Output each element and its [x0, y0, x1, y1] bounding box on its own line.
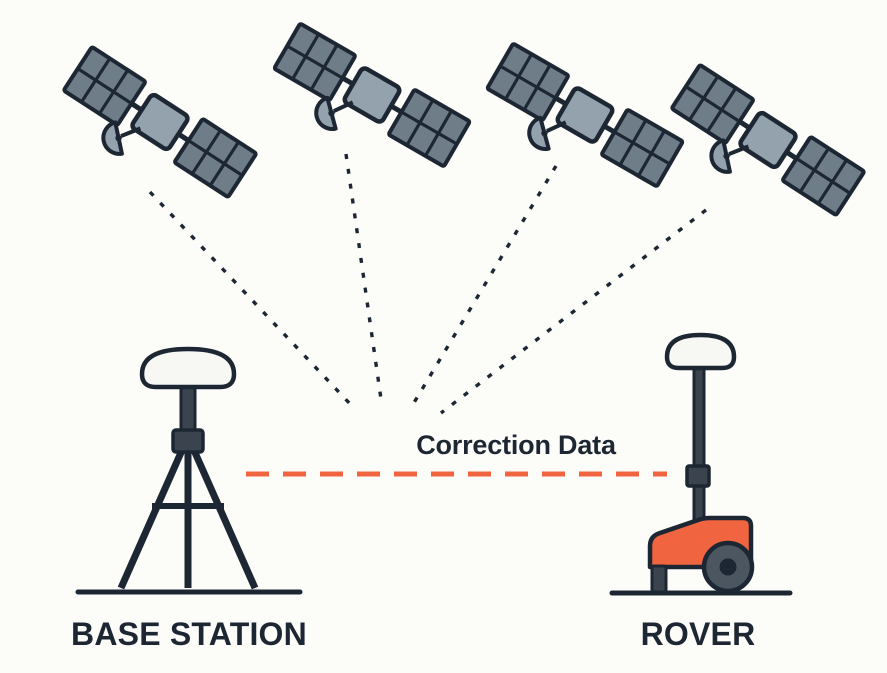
base-station-icon: [75, 346, 303, 595]
rover-icon: [609, 332, 793, 596]
tripod-right-leg: [189, 446, 259, 590]
signal-line-1: [148, 190, 354, 408]
signal-line-4: [439, 208, 708, 415]
satellite-icon-4: [658, 65, 865, 237]
signal-line-3: [410, 165, 558, 407]
tripod-collar: [171, 428, 205, 454]
base-antenna-dome: [139, 346, 237, 390]
satellite-icon-3: [474, 43, 682, 208]
satellite-icon-2: [261, 23, 469, 188]
tripod-left-leg: [117, 446, 187, 590]
satellite-signal-lines: [148, 153, 708, 415]
rover-front-foot: [650, 564, 668, 594]
base-antenna-stem: [179, 382, 197, 438]
rover-antenna-dome: [664, 332, 737, 371]
rover-pole-mount: [685, 464, 711, 488]
rover-pole: [692, 362, 706, 522]
signal-line-2: [344, 153, 384, 407]
satellite-icon-1: [50, 47, 257, 219]
rover-label: ROVER: [640, 616, 756, 652]
base-station-label: BASE STATION: [71, 616, 307, 652]
correction-data-label: Correction Data: [416, 430, 616, 460]
rover-wheel-hub: [719, 558, 737, 576]
